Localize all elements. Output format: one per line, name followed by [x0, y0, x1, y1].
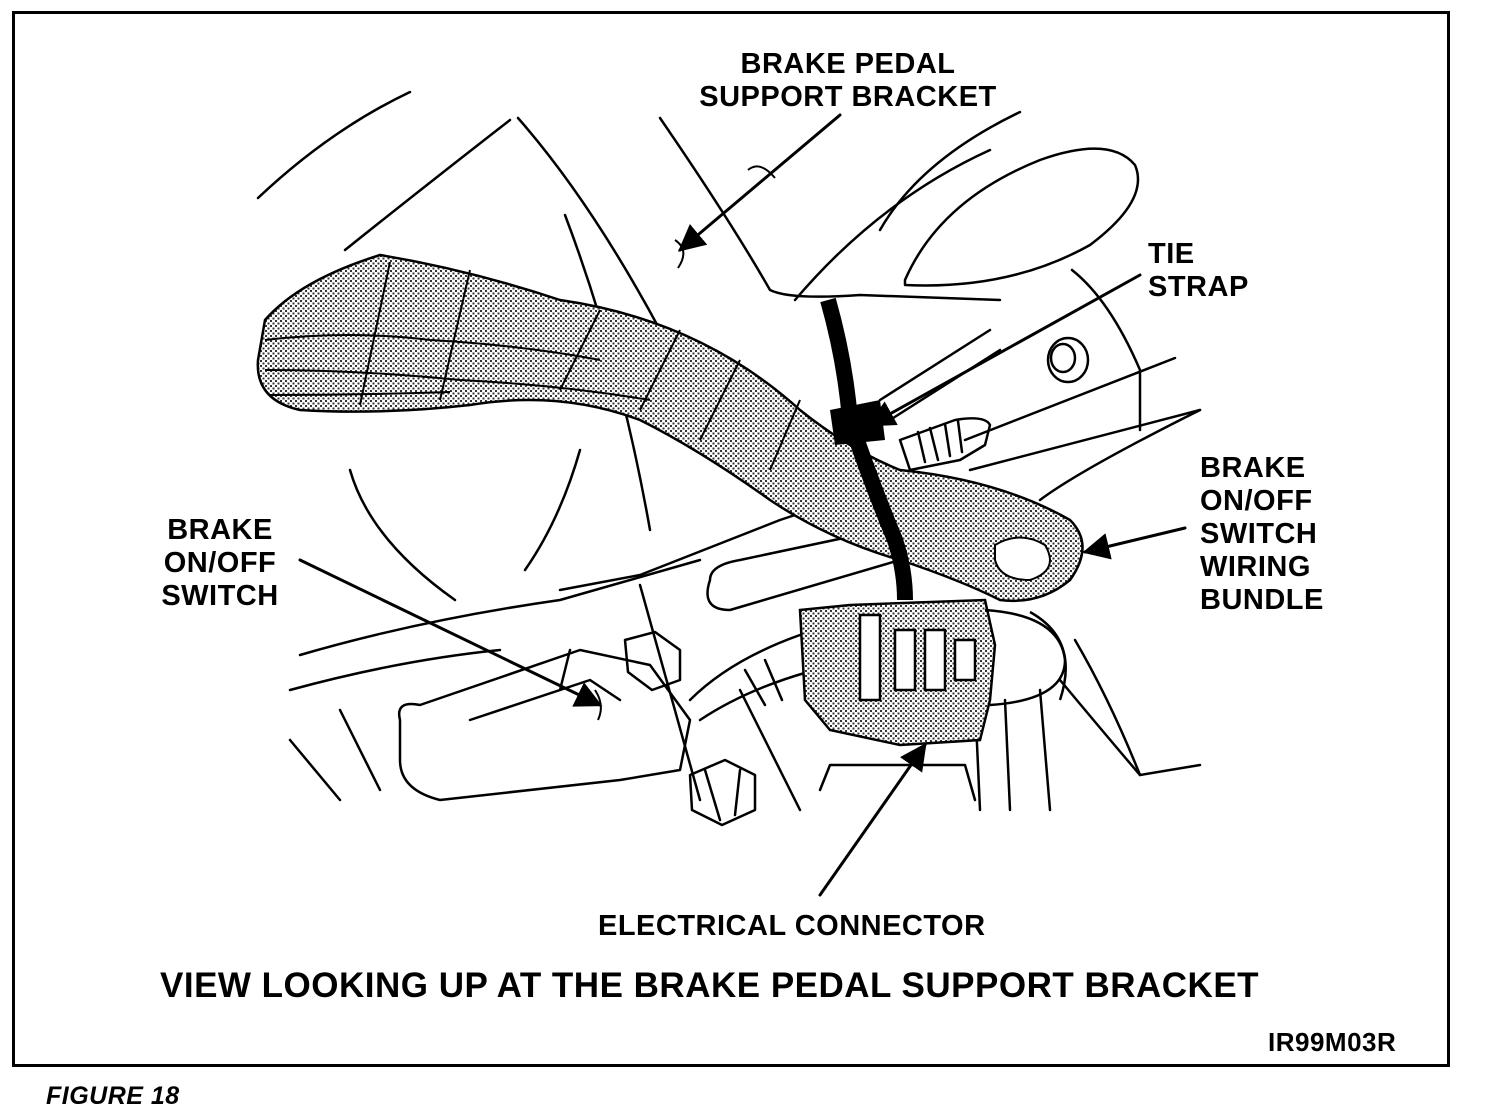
brake-switch-body	[397, 648, 692, 802]
threaded-stud	[898, 417, 992, 472]
body-curve-inner	[343, 118, 512, 252]
lower-block	[818, 763, 977, 802]
leader-connector	[818, 742, 927, 897]
label-brake-pedal-support-bracket: BRAKE PEDAL SUPPORT BRACKET	[699, 48, 997, 113]
label-wiring-bundle: BRAKE ON/OFF SWITCH WIRING BUNDLE	[1200, 452, 1324, 616]
bracket-edge-upper	[793, 148, 992, 302]
hex-nut-upper	[623, 630, 682, 692]
leader-switch	[298, 558, 603, 707]
bracket-far-right2	[1073, 638, 1142, 777]
bundle-loop	[994, 536, 1051, 582]
label-brake-on-off-switch: BRAKE ON/OFF SWITCH	[161, 514, 279, 612]
figure-caption: VIEW LOOKING UP AT THE BRAKE PEDAL SUPPO…	[160, 966, 1260, 1005]
label-tie-strap: TIE STRAP	[1148, 238, 1249, 303]
lower-member-3	[338, 708, 382, 792]
lower-block-4	[1038, 688, 1052, 812]
lower-member-4	[288, 738, 342, 802]
support-bracket-edge	[658, 116, 1002, 302]
drawing-code: IR99M03R	[1268, 1027, 1397, 1057]
electrical-connector-body	[798, 598, 1067, 747]
lower-block-3	[1003, 698, 1012, 812]
bracket-right-lower	[968, 408, 1202, 472]
figure-frame	[12, 11, 1450, 1067]
body-curve-upper-left	[256, 90, 412, 200]
bracket-right-edge	[1070, 268, 1142, 432]
switch-lead-wire	[688, 633, 810, 722]
tie-strap	[820, 297, 913, 601]
figure-number: FIGURE 18	[46, 1082, 180, 1110]
stud-rod	[878, 328, 1002, 422]
bracket-right-notch	[1038, 408, 1202, 502]
hex-nut-lower	[688, 758, 757, 827]
leader-wiring-bundle	[1082, 526, 1187, 560]
bracket-edge-right	[878, 110, 1022, 232]
leader-tie-strap	[867, 273, 1142, 427]
body-curve-lower	[348, 468, 457, 602]
lower-member-2	[288, 648, 502, 692]
bracket-far-right	[1058, 678, 1202, 777]
bracket-boss	[1046, 336, 1090, 384]
bracket-boss-inner	[1049, 342, 1077, 374]
body-curve-mid3	[523, 448, 582, 572]
bracket-hole	[903, 147, 1140, 287]
lower-member-1	[298, 558, 702, 657]
leader-support-bracket	[677, 113, 842, 252]
label-electrical-connector: ELECTRICAL CONNECTOR	[598, 910, 986, 942]
lower-rail-2	[738, 688, 802, 812]
bracket-right-lower2	[963, 356, 1177, 442]
body-curve-mid	[516, 116, 662, 332]
